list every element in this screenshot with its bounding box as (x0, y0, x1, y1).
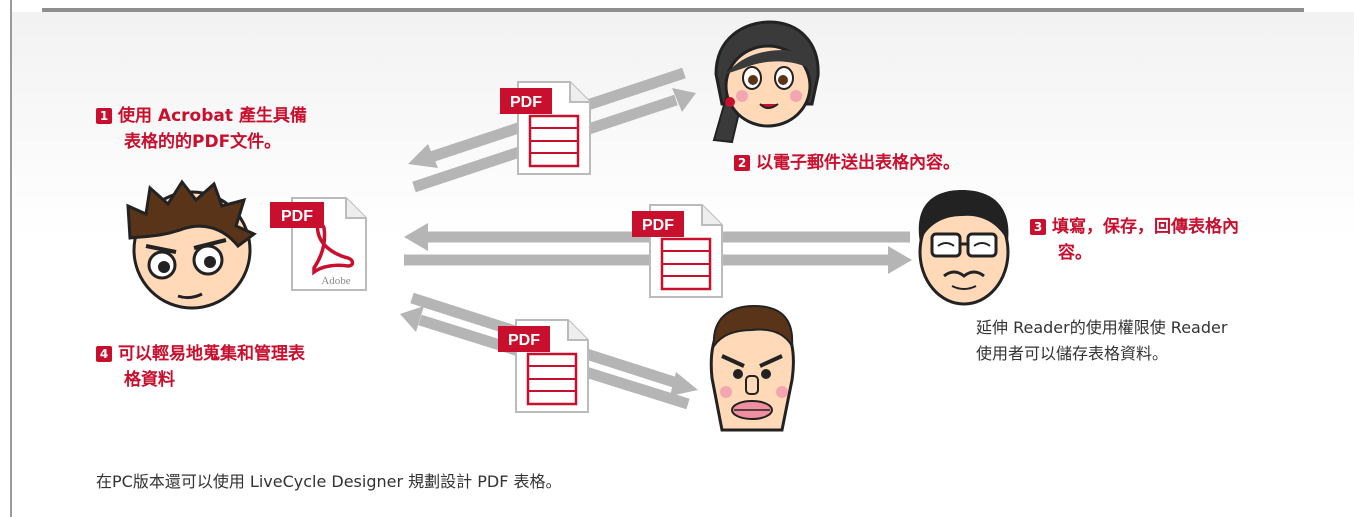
step-4-number: 4 (96, 346, 112, 362)
reader-note-line1: 延伸 Reader的使用權限使 Reader (976, 318, 1228, 337)
step-3-text-line2: 容。 (1058, 243, 1092, 263)
pdf-form-doc-icon (496, 318, 590, 414)
left-rule (10, 0, 12, 517)
step-1-label: 1 使用 Acrobat 產生具備 表格的的PDF文件。 (96, 103, 307, 155)
step-3-text: 填寫，保存，回傳表格內 (1052, 217, 1239, 237)
svg-text:PDF: PDF (281, 208, 313, 225)
step-2-label: 2 以電子郵件送出表格內容。 (734, 150, 960, 176)
step-1-number: 1 (96, 108, 112, 124)
pdf-form-doc-icon (630, 203, 724, 299)
step-3-label: 3 填寫，保存，回傳表格內 容。 (1030, 214, 1239, 266)
reader-note: 延伸 Reader的使用權限使 Reader 使用者可以儲存表格資料。 (976, 315, 1227, 367)
angry-man-face (709, 304, 795, 432)
glasses-man-face (918, 190, 1010, 306)
step-2-text: 以電子郵件送出表格內容。 (756, 153, 960, 173)
step-4-text: 可以輕易地蒐集和管理表 (118, 344, 305, 364)
author-face (126, 179, 257, 310)
step-4-label: 4 可以輕易地蒐集和管理表 格資料 (96, 341, 305, 393)
svg-text:Adobe: Adobe (321, 275, 350, 287)
footer-note: 在PC版本還可以使用 LiveCycle Designer 規劃設計 PDF 表… (96, 472, 562, 491)
step-1-text: 使用 Acrobat 產生具備 (118, 106, 307, 126)
reader-note-line2: 使用者可以儲存表格資料。 (976, 344, 1169, 363)
girl-face (712, 20, 820, 144)
step-1-text-line2: 表格的的PDF文件。 (124, 132, 282, 152)
step-2-number: 2 (734, 155, 750, 171)
adobe-pdf-icon: PDF Adobe (270, 197, 367, 291)
top-rule (42, 8, 1304, 12)
step-4-text-line2: 格資料 (124, 370, 175, 390)
step-3-number: 3 (1030, 219, 1046, 235)
